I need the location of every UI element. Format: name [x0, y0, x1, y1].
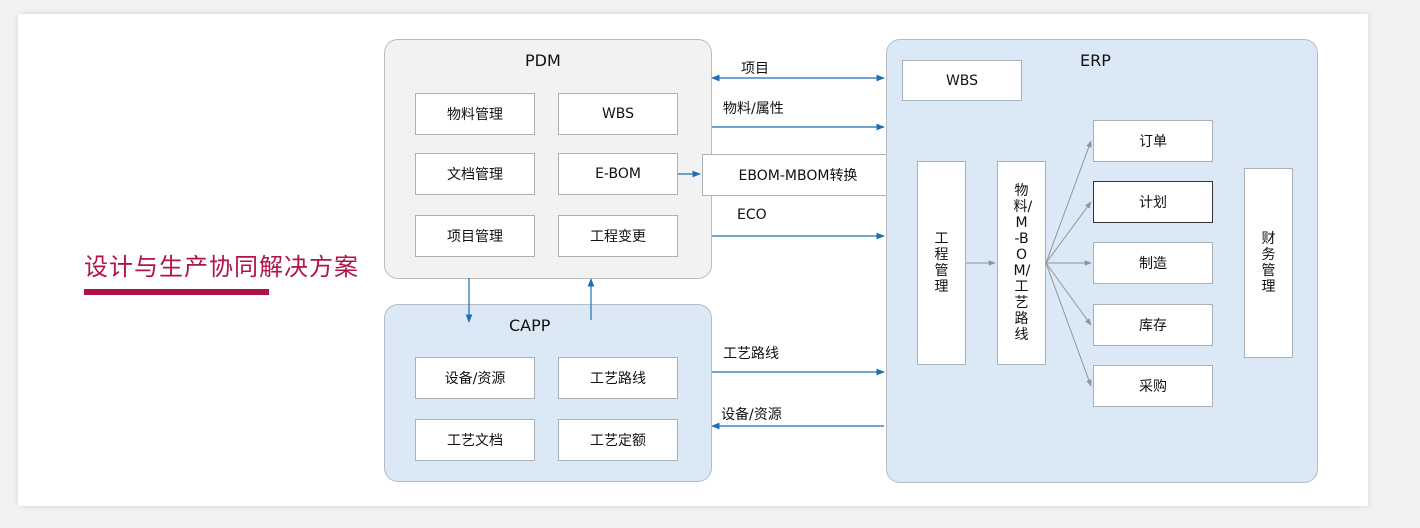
- arrow-bom-to-order: [1045, 140, 1092, 264]
- ebom-mbom-converter: EBOM-MBOM转换: [702, 154, 894, 196]
- capp-title: CAPP: [509, 316, 551, 335]
- arrow-bom-to-plan: [1045, 201, 1092, 264]
- flow-label-route: 工艺路线: [723, 346, 779, 362]
- arrow-bom-to-inventory: [1045, 262, 1092, 326]
- erp-material-bom: 物料/M-BOM/工艺路线: [997, 161, 1046, 365]
- erp-finance-label: 财务管理: [1261, 231, 1276, 295]
- arrow-bom-to-purchase: [1045, 262, 1092, 387]
- pdm-title: PDM: [525, 51, 561, 70]
- flow-label-eco: ECO: [737, 207, 767, 223]
- capp-item-document: 工艺文档: [415, 419, 535, 461]
- flow-label-material-attr: 物料/属性: [723, 101, 784, 117]
- erp-module-plan: 计划: [1093, 181, 1213, 223]
- flow-label-equipment: 设备/资源: [721, 407, 782, 423]
- erp-engineering-label: 工程管理: [934, 231, 949, 295]
- capp-item-route: 工艺路线: [558, 357, 678, 399]
- erp-engineering: 工程管理: [917, 161, 966, 365]
- pdm-item-wbs: WBS: [558, 93, 678, 135]
- pdm-item-material: 物料管理: [415, 93, 535, 135]
- erp-module-purchase: 采购: [1093, 365, 1213, 407]
- pdm-item-project: 项目管理: [415, 215, 535, 257]
- erp-material-bom-label: 物料/M-BOM/工艺路线: [1013, 183, 1033, 343]
- flow-label-project: 项目: [741, 61, 769, 77]
- pdm-item-ebom: E-BOM: [558, 153, 678, 195]
- erp-module-manufacture: 制造: [1093, 242, 1213, 284]
- pdm-item-document: 文档管理: [415, 153, 535, 195]
- title-underline: [84, 289, 269, 295]
- erp-wbs: WBS: [902, 60, 1022, 101]
- capp-item-quota: 工艺定额: [558, 419, 678, 461]
- erp-module-inventory: 库存: [1093, 304, 1213, 346]
- capp-item-equipment: 设备/资源: [415, 357, 535, 399]
- erp-title: ERP: [1080, 51, 1111, 70]
- erp-finance: 财务管理: [1244, 168, 1293, 358]
- page-title: 设计与生产协同解决方案: [84, 253, 359, 281]
- pdm-item-change: 工程变更: [558, 215, 678, 257]
- erp-module-order: 订单: [1093, 120, 1213, 162]
